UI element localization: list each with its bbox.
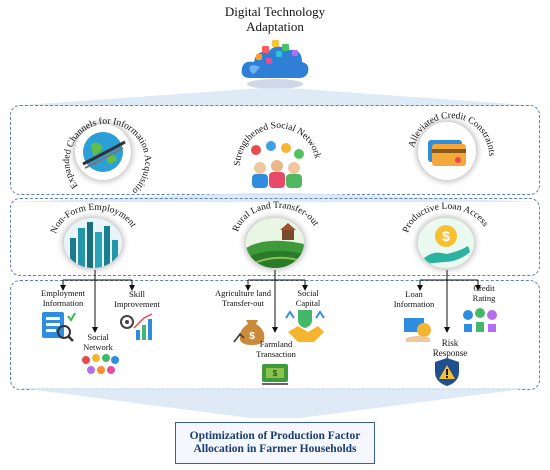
effect-loan-information: Loan Information [384, 289, 444, 309]
effect-farmland-transaction: Farmland Transaction [246, 339, 306, 359]
credit-card-icon [418, 122, 476, 180]
effect-label-line: Rating [472, 292, 496, 303]
svg-text:Non-Form Employment: Non-Form Employment [49, 203, 138, 235]
pathway-1-label: Non-Form Employment [49, 203, 138, 235]
effect-label-line: Network [83, 341, 113, 352]
effect-label-line: Information [42, 297, 84, 308]
outcome-box: Optimization of Production Factor Alloca… [175, 422, 375, 464]
svg-text:Productive Loan Access: Productive Loan Access [401, 202, 490, 234]
effect-label-line: Loan [405, 289, 423, 299]
cloud-apps-icon [241, 40, 309, 89]
svg-text:Strengthened Social Network: Strengthened Social Network [233, 121, 322, 166]
title-line-2: Adaptation [246, 19, 304, 34]
arrow-to-pathways [10, 193, 540, 202]
land-transaction-icon: $ [262, 364, 288, 385]
effect-label-line: Agriculture land [215, 288, 271, 298]
effect-credit-rating: Credit Rating [464, 283, 504, 303]
effect-label-line: Transfer-out [221, 297, 264, 308]
effect-social-capital: Social Capital [288, 288, 328, 308]
mechanism-1-label: Expanded Channels for Information Acquis… [48, 106, 152, 196]
farmland-icon [246, 218, 304, 268]
effect-label-line: Skill [128, 289, 146, 299]
outcome-line-2: Allocation in Farmer Households [193, 443, 357, 455]
social-people-icon [246, 140, 308, 190]
svg-text:Rural Land Transfer-out: Rural Land Transfer-out [231, 201, 320, 233]
pathway-3-label: Productive Loan Access [401, 202, 490, 234]
money-bag-icon: $ [233, 320, 265, 345]
effect-risk-response: Risk Response [420, 338, 480, 358]
document-search-icon [42, 312, 76, 342]
effect-skill-improvement: Skill Improvement [112, 289, 162, 309]
arrow-to-outcome [20, 388, 530, 418]
effect-label-line: Risk [441, 338, 459, 348]
mechanism-3-label: Alleviated Credit Constraints [407, 111, 496, 157]
effect-label-line: Response [432, 347, 468, 358]
effect-label-line: Improvement [114, 298, 160, 309]
pathway-2-label: Rural Land Transfer-out [231, 201, 320, 233]
effect-employment-information: Employment Information [26, 288, 100, 308]
svg-text:Expanded Channels for Informat: Expanded Channels for Information Acquis… [48, 106, 152, 196]
effect-social-network: Social Network [74, 332, 122, 352]
effect-label-line: Employment [41, 288, 85, 298]
effect-label-line: Farmland [259, 339, 293, 349]
credit-rating-icon [463, 308, 497, 332]
effect-label-line: Information [393, 298, 435, 309]
svg-text:$: $ [273, 369, 278, 378]
effect-agriculture-land-transfer-out: Agriculture land Transfer-out [206, 288, 280, 308]
effect-label-line: Credit [473, 283, 495, 293]
diagram-title: Digital Technology Adaptation [175, 4, 375, 34]
warning-shield-icon [435, 358, 459, 386]
city-skyline-icon [64, 218, 122, 268]
loan-document-icon [404, 318, 431, 342]
title-line-1: Digital Technology [224, 4, 326, 19]
svg-text:$: $ [442, 228, 450, 244]
effect-label-line: Social [297, 288, 319, 298]
mechanism-2-label: Strengthened Social Network [233, 121, 322, 166]
globe-network-icon [75, 124, 131, 180]
arrow-to-mechanisms [10, 88, 540, 106]
effect-label-line: Transaction [256, 348, 296, 359]
effect-label-line: Social [87, 332, 109, 342]
svg-text:Alleviated Credit Constraints: Alleviated Credit Constraints [407, 111, 496, 157]
handshake-shield-icon [285, 310, 325, 342]
svg-text:$: $ [249, 331, 255, 342]
effect-label-line: Capital [295, 297, 321, 308]
loan-hand-coin-icon: $ [418, 218, 474, 268]
skill-chart-icon [120, 313, 153, 340]
tree-connectors [60, 270, 481, 333]
outcome-line-1: Optimization of Production Factor [189, 430, 361, 442]
people-group-icon [82, 354, 119, 374]
